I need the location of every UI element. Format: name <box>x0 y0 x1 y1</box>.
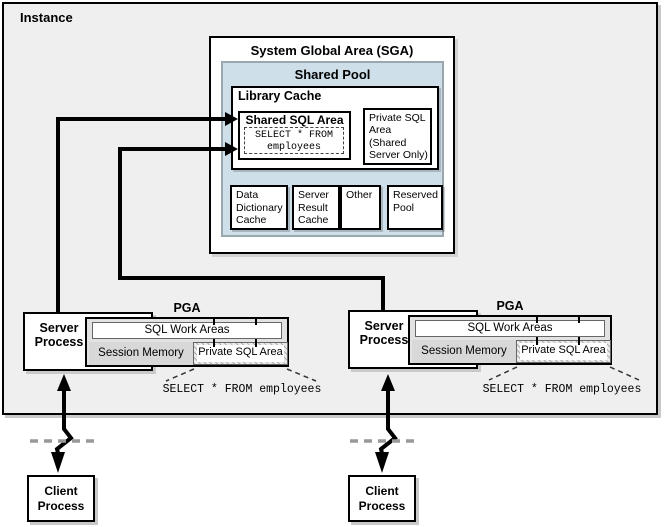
pga-tick <box>578 337 580 345</box>
data-dictionary-cache-box: Data Dictionary Cache <box>230 185 288 230</box>
sga-title: System Global Area (SGA) <box>250 43 414 58</box>
pga-label-right: PGA <box>496 299 524 313</box>
shared-pool-title: Shared Pool <box>294 67 371 82</box>
server-process-label-left: Server Process <box>34 321 84 350</box>
instance-label: Instance <box>20 10 73 25</box>
query-text-right: SELECT * FROM employees <box>482 383 642 396</box>
client-process-box-right: Client Process <box>348 475 416 522</box>
private-sql-area-right: Private SQL Area <box>516 340 611 363</box>
private-sql-area-label-left: Private SQL Area <box>197 345 284 362</box>
private-sql-area-label-right: Private SQL Area <box>520 343 607 360</box>
private-sql-area-left: Private SQL Area <box>193 342 288 365</box>
library-cache-title: Library Cache <box>238 89 322 103</box>
sql-work-areas-right: SQL Work Areas <box>415 320 605 337</box>
server-process-label-right: Server Process <box>359 319 409 348</box>
shared-sql-query-box: SELECT * FROM employees <box>244 127 344 154</box>
query-text-left: SELECT * FROM employees <box>162 383 322 396</box>
pga-tick <box>255 339 257 347</box>
arrowhead-down-right-client <box>375 452 389 473</box>
pga-label-left: PGA <box>173 301 201 315</box>
session-memory-right: Session Memory <box>412 340 516 363</box>
client-process-box-left: Client Process <box>27 475 95 522</box>
reserved-pool-box: Reserved Pool <box>387 185 443 230</box>
pga-tick <box>536 315 538 323</box>
arrowhead-down-left-client <box>51 452 65 473</box>
session-memory-left: Session Memory <box>89 342 193 365</box>
pga-tick <box>536 337 538 345</box>
server-result-cache-box: Server Result Cache <box>292 185 340 230</box>
pga-tick <box>578 315 580 323</box>
pga-tick <box>255 317 257 325</box>
other-box: Other <box>340 185 381 230</box>
shared-sql-query-line1: SELECT * FROM <box>254 130 333 141</box>
pga-tick <box>213 339 215 347</box>
shared-sql-query-line2: employees <box>266 142 321 153</box>
private-sql-area-shared-server-box: Private SQL Area (Shared Server Only) <box>363 108 432 165</box>
sql-work-areas-left: SQL Work Areas <box>92 322 282 339</box>
shared-sql-area-title: Shared SQL Area <box>245 113 344 127</box>
pga-tick <box>213 317 215 325</box>
